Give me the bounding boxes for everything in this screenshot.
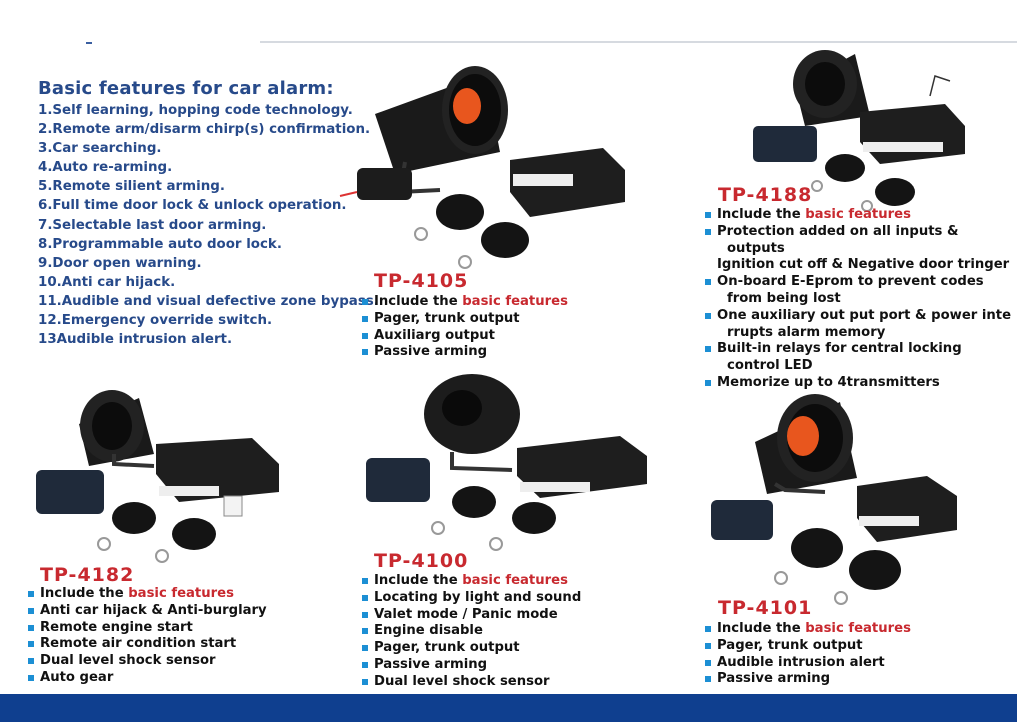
tp4188-features: Include the basic features Protection ad… (705, 207, 1011, 392)
list-item: 11.Audible and visual defective zone byp… (38, 293, 379, 309)
basic-features-link: basic features (805, 207, 911, 222)
list-item: Include the basic features (362, 573, 581, 590)
list-item: Include the basic features (705, 207, 1011, 224)
list-item: Protection added on all inputs & (705, 224, 1011, 241)
list-item: On-board E-Eprom to prevent codes (705, 274, 1011, 291)
list-item: Built-in relays for central locking (705, 341, 1011, 358)
list-item: 12.Emergency override switch. (38, 313, 273, 329)
list-item: 8.Programmable auto door lock. (38, 236, 282, 252)
list-item-continuation: control LED (727, 358, 813, 374)
list-item-continuation: rrupts alarm memory (727, 324, 886, 340)
list-item: Ignition cut off & Negative door tringer (717, 257, 1010, 273)
list-item: Pager, trunk output (362, 640, 581, 657)
remote-key-icon (774, 528, 901, 605)
list-item: 7.Selectable last door arming. (38, 217, 267, 233)
list-item: Include the basic features (362, 294, 568, 311)
basic-features-link: basic features (805, 621, 911, 636)
remote-key-icon (414, 194, 529, 269)
shock-sensor-icon (711, 500, 773, 540)
tp4182-title: TP-4182 (40, 564, 135, 586)
list-item: 1.Self learning, hopping code technology… (38, 103, 353, 118)
footer-band (0, 694, 1017, 722)
list-item: Audible intrusion alert (705, 655, 911, 672)
list-item: Locating by light and sound (362, 590, 581, 607)
remote-key-icon (811, 154, 915, 212)
tp4101-features: Include the basic features Pager, trunk … (705, 621, 911, 688)
list-item: Passive arming (362, 657, 581, 674)
basic-features-list: 1.Self learning, hopping code technology… (38, 101, 379, 349)
tp4182-features: Include the basic features Anti car hija… (28, 586, 267, 687)
siren-icon (79, 390, 155, 468)
list-item: 10.Anti car hijack. (38, 274, 176, 290)
basic-features-title: Basic features for car alarm: (38, 78, 334, 99)
tp4101-title: TP-4101 (718, 597, 813, 619)
control-module-icon (857, 476, 957, 542)
list-item: Remote air condition start (28, 636, 267, 653)
list-item: 9.Door open warning. (38, 255, 202, 271)
shock-sensor-icon (366, 458, 430, 502)
list-item: One auxiliary out put port & power inte (705, 308, 1011, 325)
list-item: Include the basic features (705, 621, 911, 638)
list-item: Remote engine start (28, 620, 267, 637)
tp4188-kit-image (753, 50, 965, 212)
list-item: Auto gear (28, 670, 267, 687)
tp4100-kit-image (366, 374, 647, 551)
remote-key-icon (431, 486, 556, 551)
tp4100-features: Include the basic features Locating by l… (362, 573, 581, 691)
list-item: Dual level shock sensor (362, 674, 581, 691)
basic-features-link: basic features (462, 573, 568, 588)
remote-key-icon (97, 502, 216, 563)
siren-icon (424, 374, 520, 472)
list-item: Include the basic features (28, 586, 267, 603)
basic-features-section: Basic features for car alarm: 1.Self lea… (38, 78, 379, 349)
tp4105-kit-image (339, 66, 625, 269)
list-item-continuation: from being lost (727, 290, 841, 306)
top-rule (86, 41, 1017, 44)
tp4101-kit-image (711, 394, 957, 605)
list-item: 3.Car searching. (38, 141, 162, 157)
tp4188-title: TP-4188 (718, 184, 813, 206)
tp4100-title: TP-4100 (374, 550, 469, 572)
basic-features-link: basic features (462, 294, 568, 309)
list-item: 5.Remote silient arming. (38, 179, 225, 195)
siren-icon (755, 394, 857, 494)
list-item: Memorize up to 4transmitters (705, 375, 1011, 392)
siren-icon (793, 50, 870, 126)
control-module-icon (860, 75, 965, 164)
tp4182-kit-image (36, 390, 279, 563)
list-item: Passive arming (362, 344, 568, 361)
shock-sensor-icon (36, 470, 104, 514)
list-item: Passive arming (705, 671, 911, 688)
list-item: 13Audible intrusion alert. (38, 332, 233, 348)
control-module-icon (510, 148, 625, 217)
control-module-icon (517, 436, 647, 498)
list-item: Valet mode / Panic mode (362, 607, 581, 624)
list-item: Dual level shock sensor (28, 653, 267, 670)
shock-sensor-icon (753, 126, 817, 162)
tp4105-features: Include the basic features Pager, trunk … (362, 294, 568, 361)
shock-sensor-icon (339, 168, 412, 200)
list-item: Auxiliarg output (362, 328, 568, 345)
list-item: 2.Remote arm/disarm chirp(s) confirmatio… (38, 122, 371, 138)
list-item: Pager, trunk output (705, 638, 911, 655)
list-item: Pager, trunk output (362, 311, 568, 328)
list-item: Anti car hijack & Anti-burglary (28, 603, 267, 620)
list-item-continuation: outputs (727, 240, 785, 256)
list-item: 6.Full time door lock & unlock operation… (38, 198, 347, 214)
tp4105-title: TP-4105 (374, 270, 469, 292)
list-item: 4.Auto re-arming. (38, 160, 173, 176)
control-module-icon (156, 438, 279, 517)
list-item: Engine disable (362, 623, 581, 640)
basic-features-link: basic features (128, 586, 234, 601)
siren-icon (375, 66, 508, 195)
